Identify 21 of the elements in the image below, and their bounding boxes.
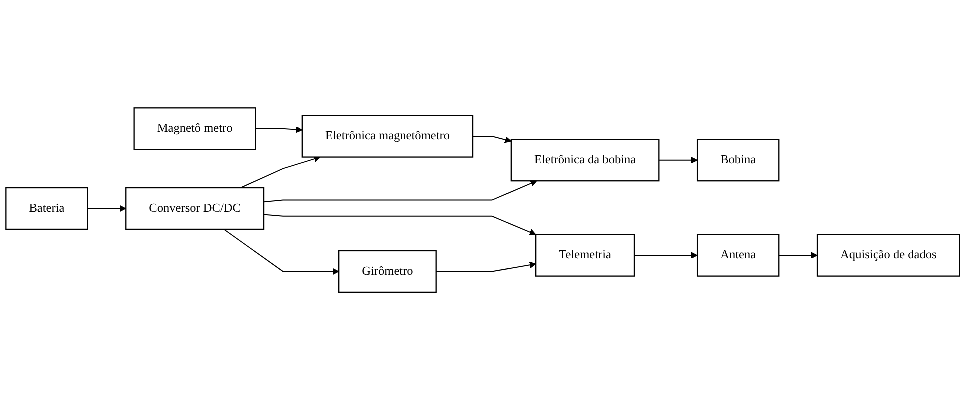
node-box: Conversor DC/DC bbox=[126, 187, 265, 230]
arrow bbox=[264, 180, 538, 202]
arrow bbox=[87, 205, 126, 212]
node-box: Aquisição de dados bbox=[816, 234, 960, 277]
arrow bbox=[634, 252, 698, 259]
node-box: Eletrônica da bobina bbox=[510, 138, 660, 182]
node-box: Bateria bbox=[6, 187, 88, 230]
arrow bbox=[240, 156, 321, 188]
arrow bbox=[658, 156, 698, 164]
arrow bbox=[472, 136, 512, 143]
arrow bbox=[436, 262, 536, 272]
node-box: Telemetria bbox=[536, 234, 636, 277]
arrow bbox=[224, 228, 340, 275]
node-box: Magnetô metro bbox=[134, 107, 256, 150]
node-box: Girômetro bbox=[338, 250, 437, 293]
arrow bbox=[778, 252, 818, 259]
node-box: Antena bbox=[696, 234, 780, 277]
node-box: Bobina bbox=[696, 138, 780, 182]
node-box: Eletrônica magnetômetro bbox=[302, 114, 474, 158]
arrow bbox=[264, 214, 536, 236]
arrow bbox=[255, 126, 303, 133]
